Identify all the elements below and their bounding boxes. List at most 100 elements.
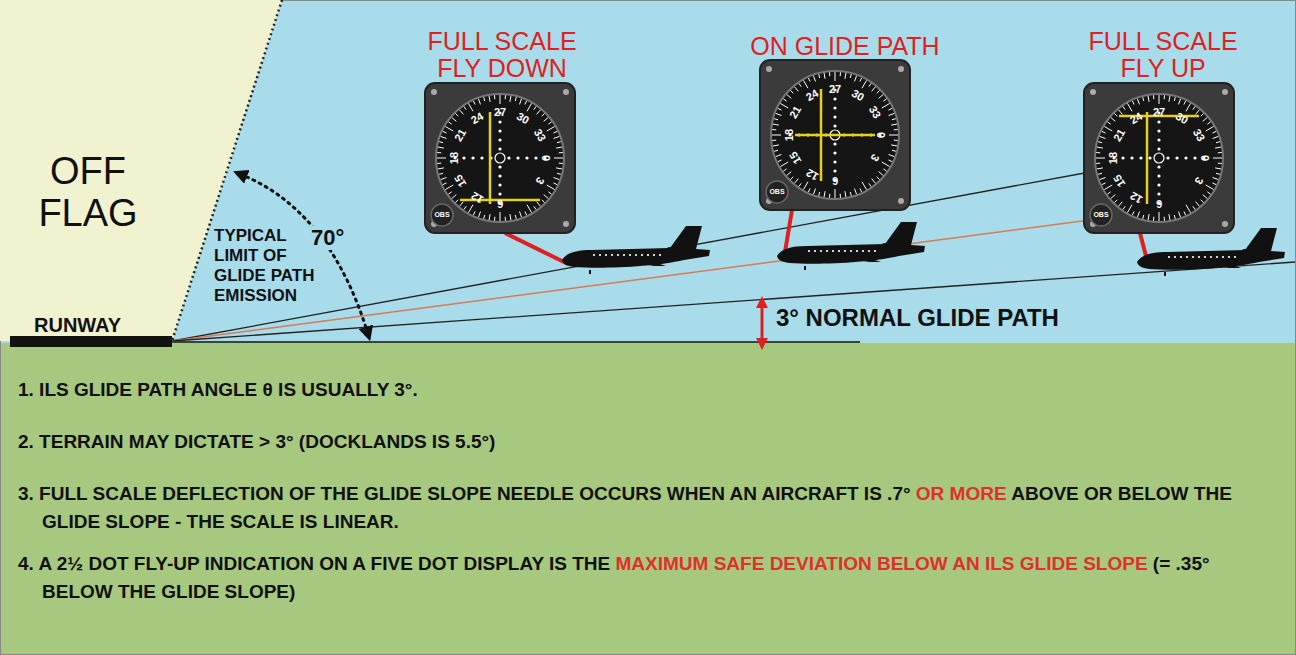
compass-tick	[1159, 212, 1160, 221]
compass-tick	[455, 113, 458, 116]
deviation-dot	[1157, 147, 1160, 150]
compass-tick	[557, 142, 561, 143]
compass-tick	[1174, 215, 1175, 219]
compass-tick	[872, 179, 876, 184]
compass-tick	[1215, 168, 1221, 169]
compass-tick	[888, 160, 892, 162]
compass-tick	[860, 78, 862, 82]
glide-slope-indicator	[760, 60, 910, 258]
deviation-dot	[833, 106, 836, 109]
compass-tick	[1153, 95, 1154, 99]
compass-tick	[1213, 158, 1222, 159]
compass-tick	[515, 97, 516, 101]
note-text: 1. ILS GLIDE PATH ANGLE θ IS USUALLY 3°.	[18, 379, 418, 400]
compass-tick	[505, 95, 506, 99]
compass-tick	[553, 183, 557, 185]
note-text: 4. A 2½ DOT FLY-UP INDICATION ON A FIVE …	[18, 553, 610, 574]
compass-tick	[469, 205, 474, 213]
deviation-dot	[1157, 138, 1160, 141]
window	[623, 254, 625, 256]
window	[659, 254, 661, 256]
deviation-dot	[498, 192, 501, 195]
lower-glide-limit	[172, 262, 1295, 341]
compass-tick	[556, 168, 562, 169]
compass-tick	[527, 205, 532, 213]
compass-tick	[808, 78, 810, 82]
compass-number: 18	[448, 152, 460, 164]
angle-value: 70°	[309, 226, 346, 250]
note-paragraph: 1. ILS GLIDE PATH ANGLE θ IS USUALLY 3°.	[18, 376, 1280, 404]
deviation-dot	[498, 183, 501, 186]
window	[599, 254, 601, 256]
window	[862, 250, 864, 252]
compass-tick	[554, 136, 560, 138]
engine	[666, 247, 688, 255]
compass-tick	[1193, 106, 1195, 109]
compass-tick	[799, 183, 801, 186]
window	[1186, 256, 1188, 258]
compass-tick	[441, 177, 447, 179]
compass-tick	[776, 113, 782, 115]
compass-tick	[1102, 183, 1106, 185]
window	[820, 250, 822, 252]
deviation-dot	[1157, 165, 1160, 168]
compass-tick	[1213, 136, 1219, 138]
compass-tick	[1097, 168, 1103, 169]
compass-tick	[824, 73, 825, 79]
mounting-screw	[563, 221, 569, 227]
note-paragraph: 3. FULL SCALE DEFLECTION OF THE GLIDE SL…	[18, 480, 1280, 536]
engine	[1241, 249, 1263, 257]
compass-tick	[489, 214, 490, 220]
window	[605, 254, 607, 256]
compass-tick	[510, 214, 511, 220]
compass-tick	[438, 147, 444, 148]
compass-tick	[892, 119, 896, 120]
aircraft-silhouette	[1137, 228, 1285, 276]
compass-tick	[464, 106, 466, 109]
compass-tick	[772, 140, 776, 141]
compass-tick	[473, 101, 475, 105]
compass-tick	[774, 119, 778, 120]
compass-tick	[835, 72, 836, 81]
compass-tick	[437, 158, 446, 159]
window	[617, 254, 619, 256]
compass-tick	[1111, 118, 1116, 122]
glide-slope-indicator	[425, 83, 575, 264]
compass-tick	[534, 206, 536, 209]
deviation-dot	[833, 97, 836, 100]
localizer-needle	[489, 112, 492, 204]
deviation-dot	[1184, 156, 1187, 159]
deviation-dot	[833, 115, 836, 118]
glide-path-line	[172, 214, 1135, 341]
compass-tick	[478, 212, 480, 218]
window	[611, 254, 613, 256]
compass-tick	[1196, 202, 1200, 207]
compass-tick	[494, 217, 495, 221]
compass-tick	[1114, 200, 1117, 203]
compass-tick	[1119, 110, 1123, 115]
compass-tick	[1143, 97, 1144, 101]
mounting-screw	[1222, 221, 1228, 227]
deviation-dot	[480, 156, 483, 159]
upper-glide-limit	[172, 172, 1090, 341]
compass-tick	[1164, 217, 1165, 221]
deviation-dot	[1175, 156, 1178, 159]
aircraft-silhouette	[777, 222, 925, 270]
compass-tick	[1215, 147, 1221, 148]
compass-tick	[1178, 99, 1180, 105]
compass-tick	[1203, 118, 1208, 122]
window	[1222, 256, 1224, 258]
ground	[0, 343, 1296, 655]
compass-tick	[556, 147, 562, 148]
compass-tick	[1186, 205, 1191, 213]
window	[629, 254, 631, 256]
compass-tick	[891, 124, 897, 125]
compass-tick	[1184, 211, 1186, 215]
compass-tick	[437, 163, 441, 164]
compass-tick	[464, 206, 466, 209]
compass-tick	[840, 72, 841, 76]
compass-tick	[1132, 211, 1134, 215]
compass-tick	[1100, 177, 1106, 179]
compass-tick	[795, 87, 799, 92]
